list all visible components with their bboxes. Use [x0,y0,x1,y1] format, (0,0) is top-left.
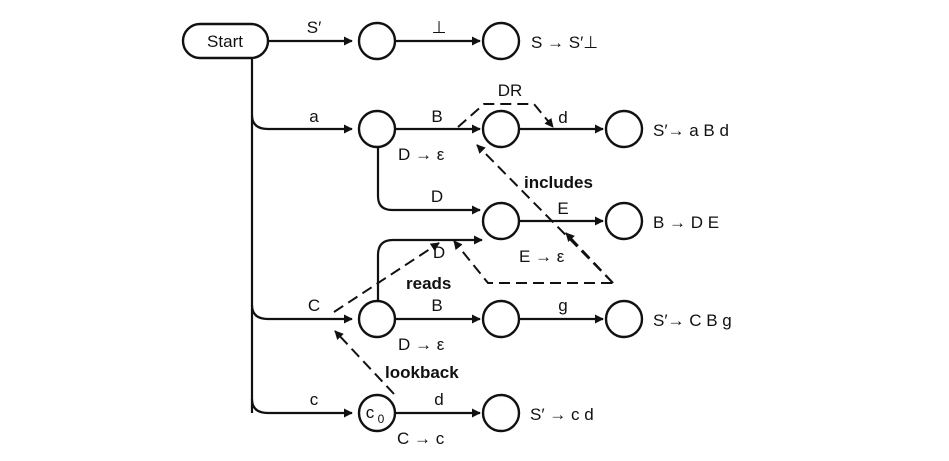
relation-dr-label: DR [498,81,523,100]
reads-arrow [453,240,612,284]
state-q7 [604,201,644,241]
state-q6 [481,201,521,241]
edge-q3-q6 [376,145,481,215]
state-q2 [481,21,521,61]
start-label: Start [207,32,243,51]
relation-lookback-label: lookback [385,363,459,382]
edge-start-q3 [250,114,353,134]
label-q3-q4: B [431,107,442,126]
epsilon-q6: E → ε [519,247,565,266]
state-q1 [357,21,397,61]
epsilon-c0: C → c [397,429,445,448]
state-c0 [357,393,397,433]
relation-includes-label: includes [524,173,593,192]
state-q8 [357,299,397,339]
dr-arrow [457,103,554,128]
label-q1-q2: ⊥ [432,18,447,37]
label-q9-q10: g [558,296,567,315]
state-q3 [357,109,397,149]
edge-start-c0 [250,398,353,418]
label-q8-q9: B [431,296,442,315]
state-q9 [481,299,521,339]
state-q10 [604,299,644,339]
production-q12: S′ → c d [530,405,594,424]
lookback-arrow-lower [334,330,395,395]
label-start-q8: C [308,296,320,315]
label-q6-q7: E [557,199,568,218]
includes-arrow [476,144,614,284]
edge-start-q8 [250,304,353,324]
label-q3-q6: D [431,187,443,206]
production-q5: S′→ a B d [653,121,729,140]
state-c0-label: c [366,403,375,422]
epsilon-q3: D → ε [398,145,445,164]
label-c0-q12: d [434,390,443,409]
edge-q8-q6 [376,235,483,303]
state-c0-subscript: 0 [378,412,385,426]
label-q8-q6: D [433,243,445,262]
state-q4 [481,109,521,149]
label-q4-q5: d [558,108,567,127]
reads-arrow-2 [565,232,614,284]
epsilon-q8: D → ε [398,335,445,354]
label-start-c0: c [310,390,319,409]
label-start-q1: S′ [307,18,322,37]
state-q12 [481,393,521,433]
relation-reads-label: reads [406,274,451,293]
production-q7: B → D E [653,213,719,232]
production-q10: S′→ C B g [653,311,732,330]
lookback-arrow-upper [333,242,440,313]
label-start-q3: a [309,107,319,126]
state-q5 [604,109,644,149]
production-q2: S → S′⊥ [531,33,598,52]
